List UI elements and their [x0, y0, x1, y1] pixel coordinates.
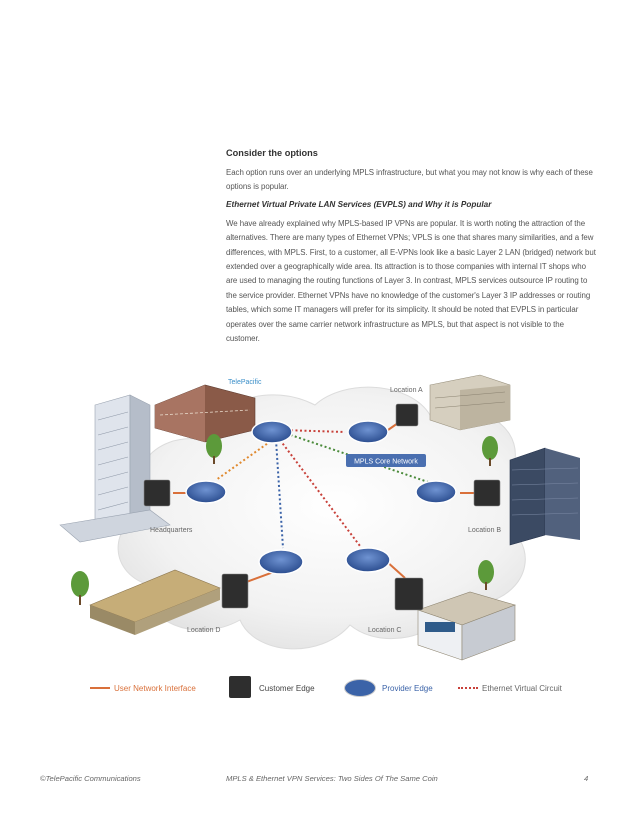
location-c-label: Location C: [368, 627, 401, 634]
location-b-label: Location B: [468, 527, 501, 534]
headquarters-label: Headquarters: [150, 527, 193, 534]
article-text: Consider the options Each option runs ov…: [226, 148, 598, 351]
location-a-label: Location A: [390, 387, 423, 394]
telepacific-label: TelePacific: [228, 379, 262, 386]
evc-legend-swatch: [458, 687, 478, 689]
location-d-building-icon: [89, 569, 221, 635]
ce-device-icon: [143, 403, 501, 611]
network-diagram: MPLS Core Network TelePacific Location A…: [59, 374, 580, 661]
pe-router-icon: [185, 420, 457, 575]
body-paragraph: We have already explained why MPLS-based…: [226, 218, 596, 344]
pe-legend-icon: [344, 679, 376, 697]
location-d-label: Location D: [187, 627, 220, 634]
ce-legend-label: Customer Edge: [259, 684, 315, 693]
intro-paragraph: Each option runs over an underlying MPLS…: [226, 168, 593, 192]
uni-legend-label: User Network Interface: [114, 684, 196, 693]
evc-legend-label: Ethernet Virtual Circuit: [482, 684, 562, 693]
headquarters-building-icon: [59, 394, 171, 543]
pe-legend-label: Provider Edge: [382, 684, 433, 693]
page-number: 4: [584, 774, 589, 783]
legend: User Network Interface Customer Edge Pro…: [0, 676, 638, 700]
mpls-core-badge: MPLS Core Network: [346, 454, 426, 467]
location-b-building-icon: [509, 447, 580, 546]
footer-copyright: ©TelePacific Communications: [40, 774, 141, 783]
telepacific-building-icon: [154, 384, 256, 443]
ce-legend-icon: [229, 676, 251, 698]
tree-icon: [71, 434, 498, 605]
subsection-heading: Ethernet Virtual Private LAN Services (E…: [226, 199, 492, 209]
uni-legend-swatch: [90, 687, 110, 689]
footer-doc-title: MPLS & Ethernet VPN Services: Two Sides …: [226, 774, 438, 783]
mpls-core-label: MPLS Core Network: [354, 459, 418, 466]
location-a-building-icon: [429, 374, 511, 431]
location-c-building-icon: [417, 591, 516, 661]
section-heading: Consider the options: [226, 148, 318, 158]
